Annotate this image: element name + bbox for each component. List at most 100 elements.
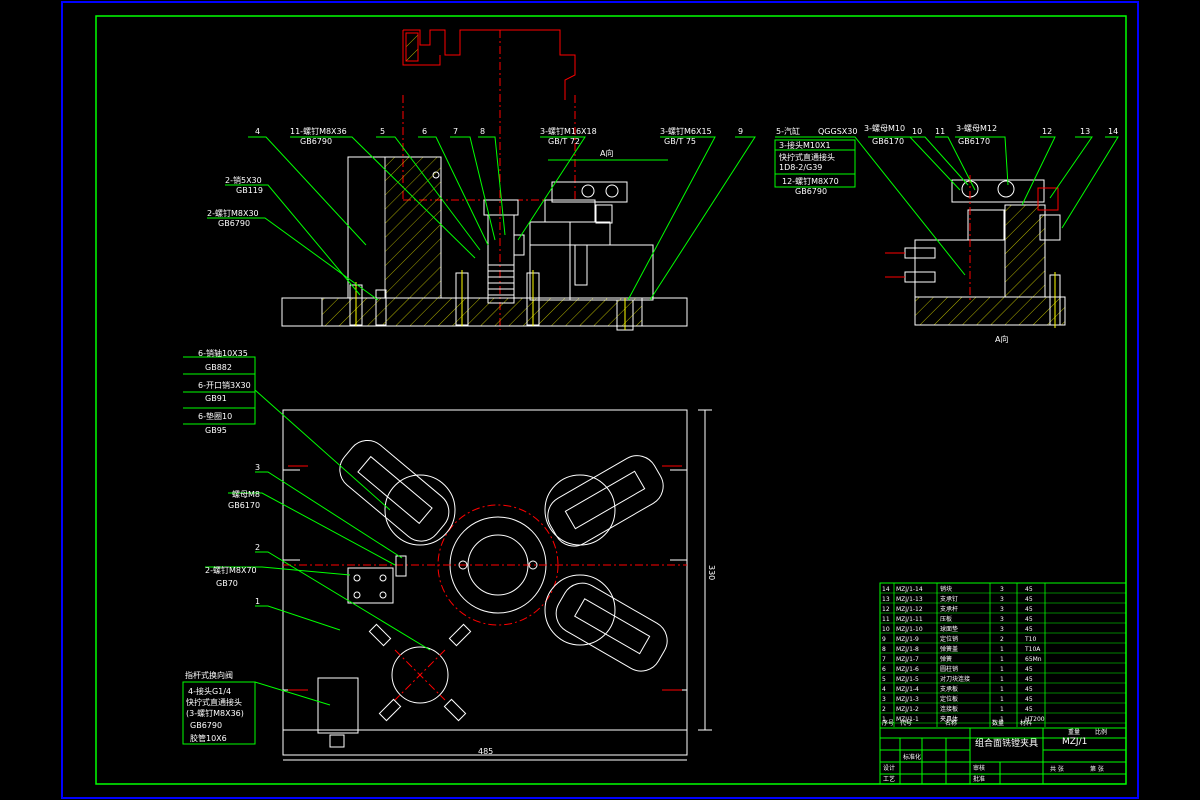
outer-border: [61, 1, 1139, 799]
label-washer-std: GB95: [205, 426, 227, 435]
label-cotter: 6-开口销3X30: [198, 380, 251, 390]
bom-cell-name: 夹具体: [940, 715, 958, 723]
label-4: 4: [255, 127, 260, 136]
label-screw-m6: 3-螺钉M6X15: [660, 126, 712, 136]
bom-cell-mat: T10A: [1024, 646, 1041, 653]
bom-cell-qty: 3: [1000, 616, 1004, 623]
tb-check: 审核: [973, 764, 985, 772]
tb-craft: 工艺: [883, 775, 895, 783]
label-joint4: 4-接头G1/4: [188, 686, 231, 696]
bom-cell-mat: T10: [1024, 636, 1036, 643]
label-screw-m8x70-std: GB70: [216, 579, 238, 588]
bom-cell-mat: 45: [1025, 696, 1033, 703]
bom-cell-name: 支承钉: [940, 595, 958, 603]
label-pin6: 6-销轴10X35: [198, 348, 248, 358]
bom-h-no: 序号: [882, 719, 894, 727]
bom-cell-no: 3: [882, 696, 886, 703]
bom-cell-code: MZJ/1-10: [896, 626, 923, 633]
label-joint3: 1D8-2/G39: [779, 163, 822, 172]
label-pin-std: GB119: [236, 186, 263, 195]
bom-cell-no: 7: [882, 656, 886, 663]
label-screw-m16: 3-螺钉M16X18: [540, 126, 597, 136]
bom-cell-name: 定位销: [940, 635, 958, 643]
label-pin6-std: GB882: [205, 363, 232, 372]
view-label-a-side: A向: [995, 334, 1008, 344]
label-screw11: 11-螺钉M8X36: [290, 126, 347, 136]
tb-scale: 比例: [1095, 728, 1107, 736]
bom-cell-mat: 45: [1025, 626, 1033, 633]
label-joint4b: 快拧式直通接头: [186, 697, 242, 707]
label-8: 8: [480, 127, 485, 136]
label-pin: 2-销5X30: [225, 175, 262, 185]
bom-cell-qty: 2: [1000, 636, 1004, 643]
label-cyl-model: QGGSX30: [818, 127, 857, 136]
bom-cell-no: 2: [882, 706, 886, 713]
bom-cell-code: MZJ/1-2: [896, 706, 919, 713]
bom-cell-mat: 45: [1025, 616, 1033, 623]
dim-height: 330: [707, 565, 716, 580]
bom-cell-no: 6: [882, 666, 886, 673]
drawing-frame: [95, 15, 1127, 785]
bom-h-code: 代号: [900, 719, 912, 727]
bom-h-name: 名称: [945, 719, 957, 727]
bom-cell-name: 连接板: [940, 705, 958, 713]
bom-cell-qty: 3: [1000, 606, 1004, 613]
bom-cell-name: 支承杆: [940, 605, 958, 613]
label-7: 7: [453, 127, 458, 136]
label-11: 11: [935, 127, 945, 136]
label-nut-m8-std: GB6170: [228, 501, 260, 510]
label-screw-m8x70: 2-螺钉M8X70: [205, 565, 257, 575]
bom-cell-qty: 1: [1000, 656, 1004, 663]
bom-h-mat: 材料: [1020, 719, 1032, 727]
label-hose-note: 指杆式换向阀: [185, 670, 233, 680]
bom-cell-name: 球面垫: [940, 625, 958, 633]
bom-cell-code: MZJ/1-3: [896, 696, 919, 703]
dim-width: 485: [478, 747, 493, 756]
tb-std: 标准化: [903, 753, 921, 761]
label-nut-std: GB6170: [872, 137, 904, 146]
bom-cell-qty: 1: [1000, 706, 1004, 713]
tb-weight: 重量: [1068, 728, 1080, 736]
bom-cell-qty: 1: [1000, 646, 1004, 653]
label-nut-m8: 螺母M8: [232, 489, 260, 499]
bom-h-qty: 数量: [992, 719, 1004, 727]
plan-view: [282, 409, 712, 761]
bom-cell-qty: 3: [1000, 596, 1004, 603]
label-joint2: 快拧式直通接头: [779, 152, 835, 162]
label-2: 2: [255, 543, 260, 552]
bom-cell-name: 压板: [940, 615, 952, 623]
label-9: 9: [738, 127, 743, 136]
bom-cell-name: 圆柱销: [940, 665, 958, 673]
label-nut2: 3-螺母M12: [956, 123, 997, 133]
label-3: 3: [255, 463, 260, 472]
bom-cell-qty: 1: [1000, 686, 1004, 693]
label-screw-m6-std: GB/T 75: [664, 137, 696, 146]
tb-sheet: 共 张: [1050, 765, 1064, 773]
label-1: 1: [255, 597, 260, 606]
label-screw2: 2-螺钉M8X30: [207, 208, 259, 218]
bom-cell-mat: 65Mn: [1025, 656, 1042, 663]
front-view-leaders: [207, 136, 756, 301]
tb-design: 设计: [883, 764, 895, 772]
label-washer: 6-垫圈10: [198, 411, 232, 421]
side-view-leaders: [774, 136, 1119, 276]
label-5: 5: [380, 127, 385, 136]
bom-cell-no: 14: [882, 586, 890, 593]
side-view: [885, 175, 1066, 328]
bom-cell-name: 对刀块连接: [940, 675, 970, 683]
bom-cell-code: MZJ/1-13: [896, 596, 923, 603]
label-14: 14: [1108, 127, 1118, 136]
label-nut2-std: GB6170: [958, 137, 990, 146]
label-screw2-std: GB6790: [218, 219, 250, 228]
label-joint: 3-接头M10X1: [779, 140, 831, 150]
bom-cell-name: 弹簧: [940, 655, 952, 663]
bom-cell-qty: 1: [1000, 696, 1004, 703]
front-view: [281, 29, 688, 331]
bom-cell-mat: 45: [1025, 706, 1033, 713]
bom-cell-name: 定位板: [940, 695, 958, 703]
bom-cell-no: 8: [882, 646, 886, 653]
label-joint4c: (3-螺钉M8X36): [186, 708, 244, 718]
plan-view-leaders: [182, 356, 431, 745]
bom-cell-qty: 1: [1000, 716, 1004, 723]
bom-cell-code: MZJ/1-9: [896, 636, 919, 643]
